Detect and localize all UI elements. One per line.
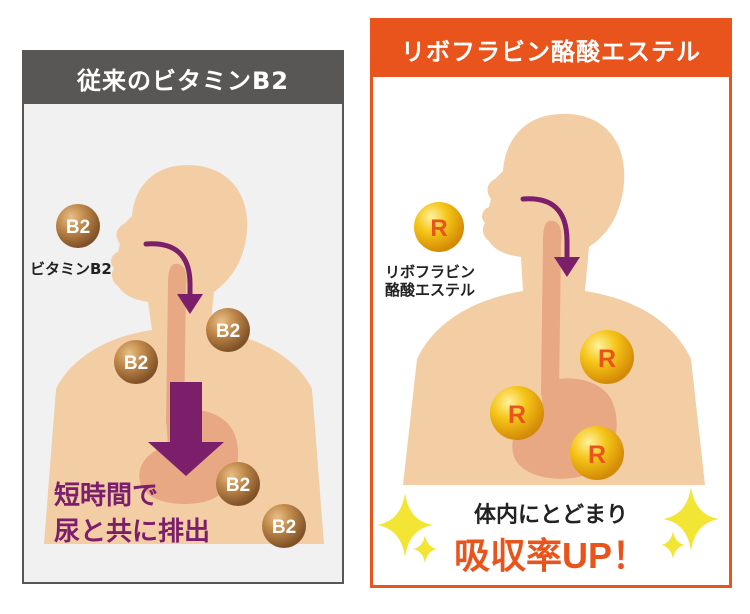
svg-text:B2: B2 bbox=[226, 475, 250, 496]
vitamin-b2-ball: B2 bbox=[216, 462, 260, 506]
left-panel-body: B2 B2 B2 B2 B2 ビタミンB2 短時間で 尿と共に排出 bbox=[24, 104, 342, 582]
right-result-line-2: 吸収率UP！ bbox=[453, 535, 648, 576]
right-panel-title-text: リボフラビン酪酸エステル bbox=[401, 37, 701, 66]
svg-text:R: R bbox=[508, 401, 526, 429]
vitamin-b2-ball: B2 bbox=[114, 340, 158, 384]
svg-text:R: R bbox=[598, 345, 616, 373]
svg-text:B2: B2 bbox=[66, 217, 90, 238]
ingredient-label-line-2: 酪酸エステル bbox=[385, 281, 476, 299]
right-result-line-1: 体内にとどまり bbox=[473, 503, 628, 528]
sparkle-icon bbox=[377, 493, 433, 557]
arrow-down-icon bbox=[143, 241, 203, 314]
svg-text:R: R bbox=[588, 441, 606, 469]
ingredient-label-line-1: リボフラビン bbox=[385, 263, 476, 281]
right-illustration: R R R R bbox=[377, 113, 719, 563]
left-panel-title: 従来のビタミンB2 bbox=[24, 52, 342, 104]
right-panel: リボフラビン酪酸エステル R bbox=[370, 18, 732, 588]
human-silhouette-icon bbox=[403, 113, 705, 486]
svg-text:B2: B2 bbox=[216, 321, 240, 342]
riboflavin-ball: R bbox=[580, 330, 634, 384]
left-illustration: B2 B2 B2 B2 B2 bbox=[44, 165, 324, 548]
left-panel-title-text: 従来のビタミンB2 bbox=[77, 66, 289, 95]
arrow-down-icon bbox=[520, 196, 580, 277]
riboflavin-ball: R bbox=[414, 202, 464, 252]
sparkle-icon bbox=[661, 531, 685, 559]
vitamin-b2-ball: B2 bbox=[206, 308, 250, 352]
svg-text:B2: B2 bbox=[124, 353, 148, 374]
svg-text:R: R bbox=[430, 215, 447, 242]
sparkle-icon bbox=[413, 535, 437, 563]
riboflavin-ball: R bbox=[490, 386, 544, 440]
ingredient-label-riboflavin: リボフラビン 酪酸エステル bbox=[385, 263, 475, 299]
right-panel-body: R R R R bbox=[373, 77, 729, 585]
sparkle-icon bbox=[663, 487, 719, 551]
riboflavin-ball: R bbox=[570, 426, 624, 480]
left-result-line-1: 短時間で bbox=[54, 481, 159, 511]
ingredient-label-vitamin-b2: ビタミンB2 bbox=[30, 260, 112, 278]
left-result-text: 短時間で 尿と共に排出 bbox=[54, 478, 210, 550]
right-panel-title: リボフラビン酪酸エステル bbox=[373, 21, 729, 77]
vitamin-b2-ball: B2 bbox=[262, 504, 306, 548]
left-panel: 従来のビタミンB2 bbox=[22, 50, 344, 584]
svg-text:B2: B2 bbox=[272, 517, 296, 538]
arrow-down-icon bbox=[148, 382, 224, 476]
left-result-line-2: 尿と共に排出 bbox=[54, 517, 211, 547]
vitamin-b2-ball: B2 bbox=[56, 204, 100, 248]
